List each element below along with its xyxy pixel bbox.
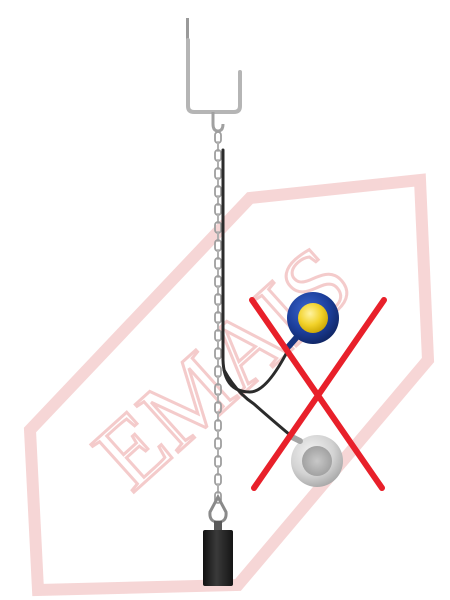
counterweight-icon xyxy=(203,493,233,586)
chain-link xyxy=(214,491,222,504)
upper-float-center xyxy=(298,303,328,333)
lower-float-neck xyxy=(289,434,303,444)
cross-mark-icon xyxy=(249,297,387,491)
hook-bracket xyxy=(186,38,242,114)
hook-rod-top xyxy=(186,18,189,46)
cross-stroke-2 xyxy=(251,297,387,491)
upper-float xyxy=(286,292,339,349)
watermark: EMAIS xyxy=(23,173,435,597)
chain-icon xyxy=(214,131,222,504)
cable xyxy=(221,148,298,442)
hook-eye xyxy=(211,112,225,133)
cable-branch xyxy=(222,368,298,442)
counterweight-clip xyxy=(214,521,222,531)
hook-icon xyxy=(186,18,242,133)
lower-float-center xyxy=(302,446,332,476)
upper-float-neck xyxy=(286,335,299,349)
lower-float xyxy=(289,434,343,487)
counterweight-body xyxy=(203,530,233,586)
counterweight-ring xyxy=(208,493,228,524)
watermark-frame xyxy=(23,173,435,597)
